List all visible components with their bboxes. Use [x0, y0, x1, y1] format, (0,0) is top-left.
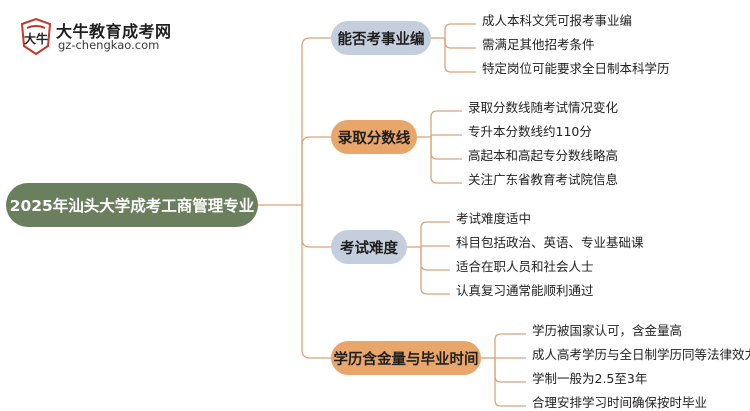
leaf-item: 录取分数线随考试情况变化 — [468, 100, 619, 115]
logo-title: 大牛教育成考网 — [56, 22, 172, 41]
leaf-item: 需满足其他招考条件 — [482, 37, 595, 52]
logo-url: gz-chengkao.com — [58, 38, 160, 52]
leaf-item: 认真复习通常能顺利通过 — [456, 283, 594, 298]
leaf-connector — [494, 358, 526, 383]
leaf-item: 特定岗位可能要求全日制本科学历 — [482, 61, 670, 76]
leaf-connector — [430, 137, 462, 184]
leaf-connector — [494, 333, 526, 358]
branch-node: 能否考事业编 — [331, 21, 431, 55]
leaf-connector — [420, 221, 450, 247]
leaf-connector — [494, 358, 526, 407]
leaf-item: 关注广东省教育考试院信息 — [468, 172, 619, 187]
leaf-item: 合理安排学习时间确保按时毕业 — [532, 395, 708, 410]
root-node: 2025年汕头大学成考工商管理专业 — [6, 183, 258, 227]
branch-node: 录取分数线 — [331, 120, 417, 154]
leaf-connector — [420, 247, 450, 271]
leaf-connector — [444, 38, 476, 49]
branch-connector — [301, 136, 331, 205]
leaf-item: 学制一般为2.5至3年 — [532, 371, 648, 386]
branch-connector — [301, 205, 331, 359]
leaf-connector — [430, 110, 462, 137]
leaf-connector — [430, 134, 462, 138]
leaf-item: 考试难度适中 — [456, 211, 532, 226]
leaf-connector — [420, 247, 450, 295]
leaf-connector — [420, 245, 450, 248]
logo-badge-text: 大牛 — [24, 31, 48, 46]
logo-badge-icon: 大牛 — [20, 17, 52, 56]
leaf-item: 专升本分数线约110分 — [468, 124, 592, 139]
leaf-connector — [430, 137, 462, 160]
leaf-item: 科目包括政治、英语、专业基础课 — [456, 235, 644, 250]
branch-node: 考试难度 — [331, 230, 407, 264]
branch-node: 学历含金量与毕业时间 — [331, 341, 481, 375]
branch-connector — [301, 205, 331, 248]
leaf-item: 学历被国家认可，含金量高 — [532, 323, 683, 338]
leaf-connector — [444, 38, 476, 73]
leaf-item: 成人本科文凭可报考事业编 — [482, 13, 633, 28]
leaf-item: 适合在职人员和社会人士 — [456, 259, 594, 274]
site-logo[interactable]: 大牛 大牛教育成考网 gz-chengkao.com — [16, 16, 171, 56]
branch-connector — [301, 37, 331, 205]
leaf-connector — [444, 23, 476, 38]
leaf-item: 高起本和高起专分数线略高 — [468, 148, 619, 163]
leaf-item: 成人高考学历与全日制学历同等法律效力 — [532, 347, 750, 362]
